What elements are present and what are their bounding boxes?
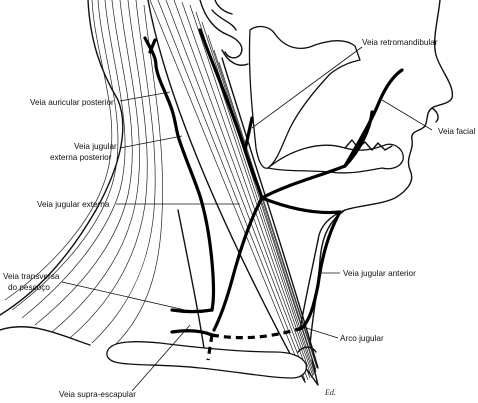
vein-supra-escapular [206,334,214,361]
vein-auricular-posterior [143,36,182,144]
label-veia-auricular-posterior: Veia auricular posterior [30,98,114,107]
leader-auricular-posterior [119,91,171,102]
vein-jugular-anterior [260,196,342,330]
leader-retromandibular [251,46,363,129]
label-veia-jugular-anterior: Veia jugular anterior [343,269,416,278]
vein-transversa-pescoco [170,308,214,314]
artist-signature: Ed. [324,388,336,397]
label-veia-transversa-1: Veia transversa [3,272,60,281]
leader-transversa [61,281,186,311]
label-veia-transversa-2: do pescoço [8,283,50,292]
ear-outline [199,0,249,66]
face-profile [317,0,454,241]
mandible [248,25,404,174]
leader-jugular-externa-posterior [119,135,183,149]
vein-facial [260,68,404,200]
label-veia-retromandibular: Veia retromandibular [362,38,438,47]
label-arco-jugular: Arco jugular [340,334,384,343]
trapezius-muscle-fibers [4,0,163,346]
vein-transversa-lower [170,329,214,337]
vein-auricular-branch [148,38,157,54]
leader-arco-jugular [299,325,339,339]
arco-jugular [211,326,303,340]
label-veia-jugular-externa-posterior-1: Veia jugular [74,142,117,151]
vein-retromandibular [198,28,264,200]
vein-jugular-externa [212,196,264,332]
posterior-neck-outline [0,0,124,346]
label-veia-supra-escapular: Veia supra-escapular [59,390,136,399]
leader-facial [381,99,433,131]
sternocleidomastoid-fibers [147,0,319,386]
leader-supra-escapular [131,324,191,392]
vein-jugular-externa-posterior [178,140,216,312]
label-veia-jugular-externa: Veia jugular externa [37,200,110,209]
clavicle [106,341,317,379]
anterior-neck [299,209,346,346]
label-veia-jugular-externa-posterior-2: externa posterior [50,153,112,162]
vein-retromandibular-upper [243,116,254,152]
label-veia-facial: Veia facial [438,127,476,136]
vein-facial-submental [343,110,374,168]
